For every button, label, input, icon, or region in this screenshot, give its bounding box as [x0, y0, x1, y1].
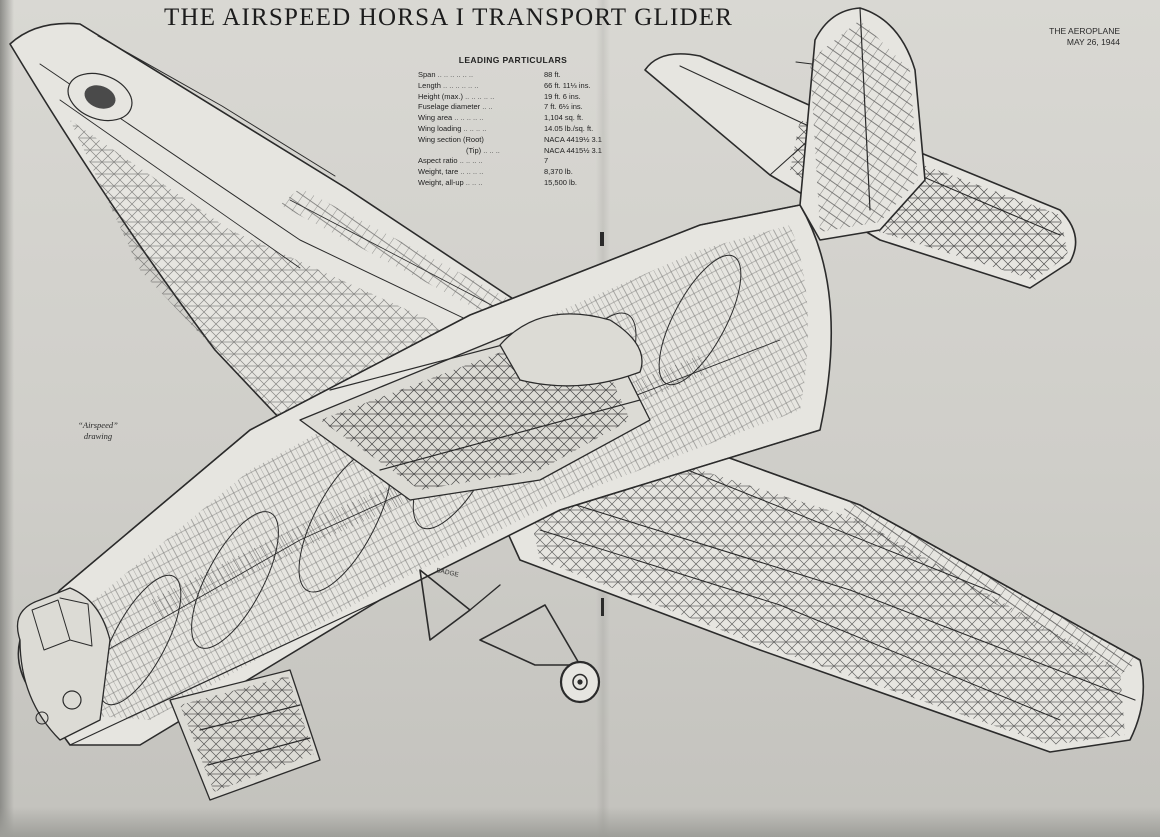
particulars-value: NACA 4419½ 3.1: [544, 134, 602, 144]
particulars-label: Aspect ratio .. .. .. ..: [418, 156, 483, 166]
particulars-value: 8,370 lb.: [544, 167, 573, 177]
main-undercarriage: [419, 569, 601, 704]
particulars-label: Length .. .. .. .. .. ..: [418, 80, 479, 90]
nose-undercarriage: [169, 669, 321, 801]
particulars-label: Height (max.) .. .. .. .. ..: [418, 91, 495, 101]
print-blemish-lower: [601, 598, 604, 616]
particulars-value: 66 ft. 11⅓ ins.: [544, 80, 591, 90]
particulars-row: Wing area .. .. .. .. .. 1,104 sq. ft.: [418, 113, 618, 124]
particulars-heading: LEADING PARTICULARS: [458, 55, 568, 65]
drawing-credit: “Airspeed” drawing: [58, 420, 138, 442]
left-wing: [9, 22, 561, 441]
credit-line-2: drawing: [83, 431, 113, 441]
particulars-row: Wing loading .. .. .. .. 14.05 lb./sq. f…: [418, 124, 618, 135]
particulars-value: 1,104 sq. ft.: [544, 113, 584, 123]
particulars-value: 19 ft. 6 ins.: [544, 91, 581, 101]
particulars-row: Length .. .. .. .. .. .. 66 ft. 11⅓ ins.: [418, 81, 618, 92]
particulars-row: Aspect ratio .. .. .. .. 7: [418, 156, 618, 167]
publication-name: THE AEROPLANE: [1049, 26, 1120, 36]
particulars-row: (Tip) .. .. .. NACA 4415½ 3.1: [418, 146, 618, 157]
particulars-row: Weight, all-up .. .. .. 15,500 lb.: [418, 178, 618, 189]
page-edge-shadow: [0, 0, 14, 837]
publication-date: MAY 26, 1944: [1066, 37, 1120, 47]
roundel: [67, 72, 133, 122]
particulars-row: Height (max.) .. .. .. .. .. 19 ft. 6 in…: [418, 92, 618, 103]
tail-unit: [644, 7, 1077, 289]
particulars-row: Span .. .. .. .. .. .. 88 ft.: [418, 70, 618, 81]
cockpit-nose: [16, 587, 111, 741]
page-title: THE AIRSPEED HORSA I TRANSPORT GLIDER: [164, 4, 734, 31]
page-bottom-shadow: [0, 807, 1160, 837]
particulars-row: Wing section (Root) NACA 4419½ 3.1: [418, 135, 618, 146]
artist-signature: BADGE: [436, 567, 460, 579]
particulars-value: 88 ft.: [544, 70, 561, 79]
particulars-label: Span .. .. .. .. .. ..: [418, 70, 474, 79]
particulars-label: Wing section (Root): [418, 134, 484, 144]
particulars-value: 7 ft. 6½ ins.: [544, 102, 583, 112]
particulars-label: (Tip) .. .. ..: [466, 145, 500, 155]
credit-line-1: “Airspeed”: [78, 420, 118, 430]
particulars-value: 14.05 lb./sq. ft.: [544, 123, 594, 133]
publication-dateline: THE AEROPLANE MAY 26, 1944: [1000, 26, 1120, 48]
right-wing: [469, 414, 1145, 753]
print-blemish: [600, 232, 604, 246]
particulars-value: NACA 4415½ 3.1: [544, 145, 602, 155]
particulars-label: Wing area .. .. .. .. ..: [418, 113, 484, 123]
leading-particulars-table: LEADING PARTICULARS Span .. .. .. .. .. …: [418, 55, 618, 189]
particulars-value: 15,500 lb.: [544, 177, 577, 187]
particulars-label: Wing loading .. .. .. ..: [418, 123, 487, 133]
particulars-row: Weight, tare .. .. .. .. 8,370 lb.: [418, 167, 618, 178]
particulars-label: Weight, tare .. .. .. ..: [418, 167, 484, 177]
particulars-value: 7: [544, 156, 549, 166]
wing-centre-section: [299, 313, 651, 501]
particulars-row: Fuselage diameter .. .. 7 ft. 6½ ins.: [418, 102, 618, 113]
particulars-label: Fuselage diameter .. ..: [418, 102, 493, 112]
particulars-label: Weight, all-up .. .. ..: [418, 177, 483, 187]
